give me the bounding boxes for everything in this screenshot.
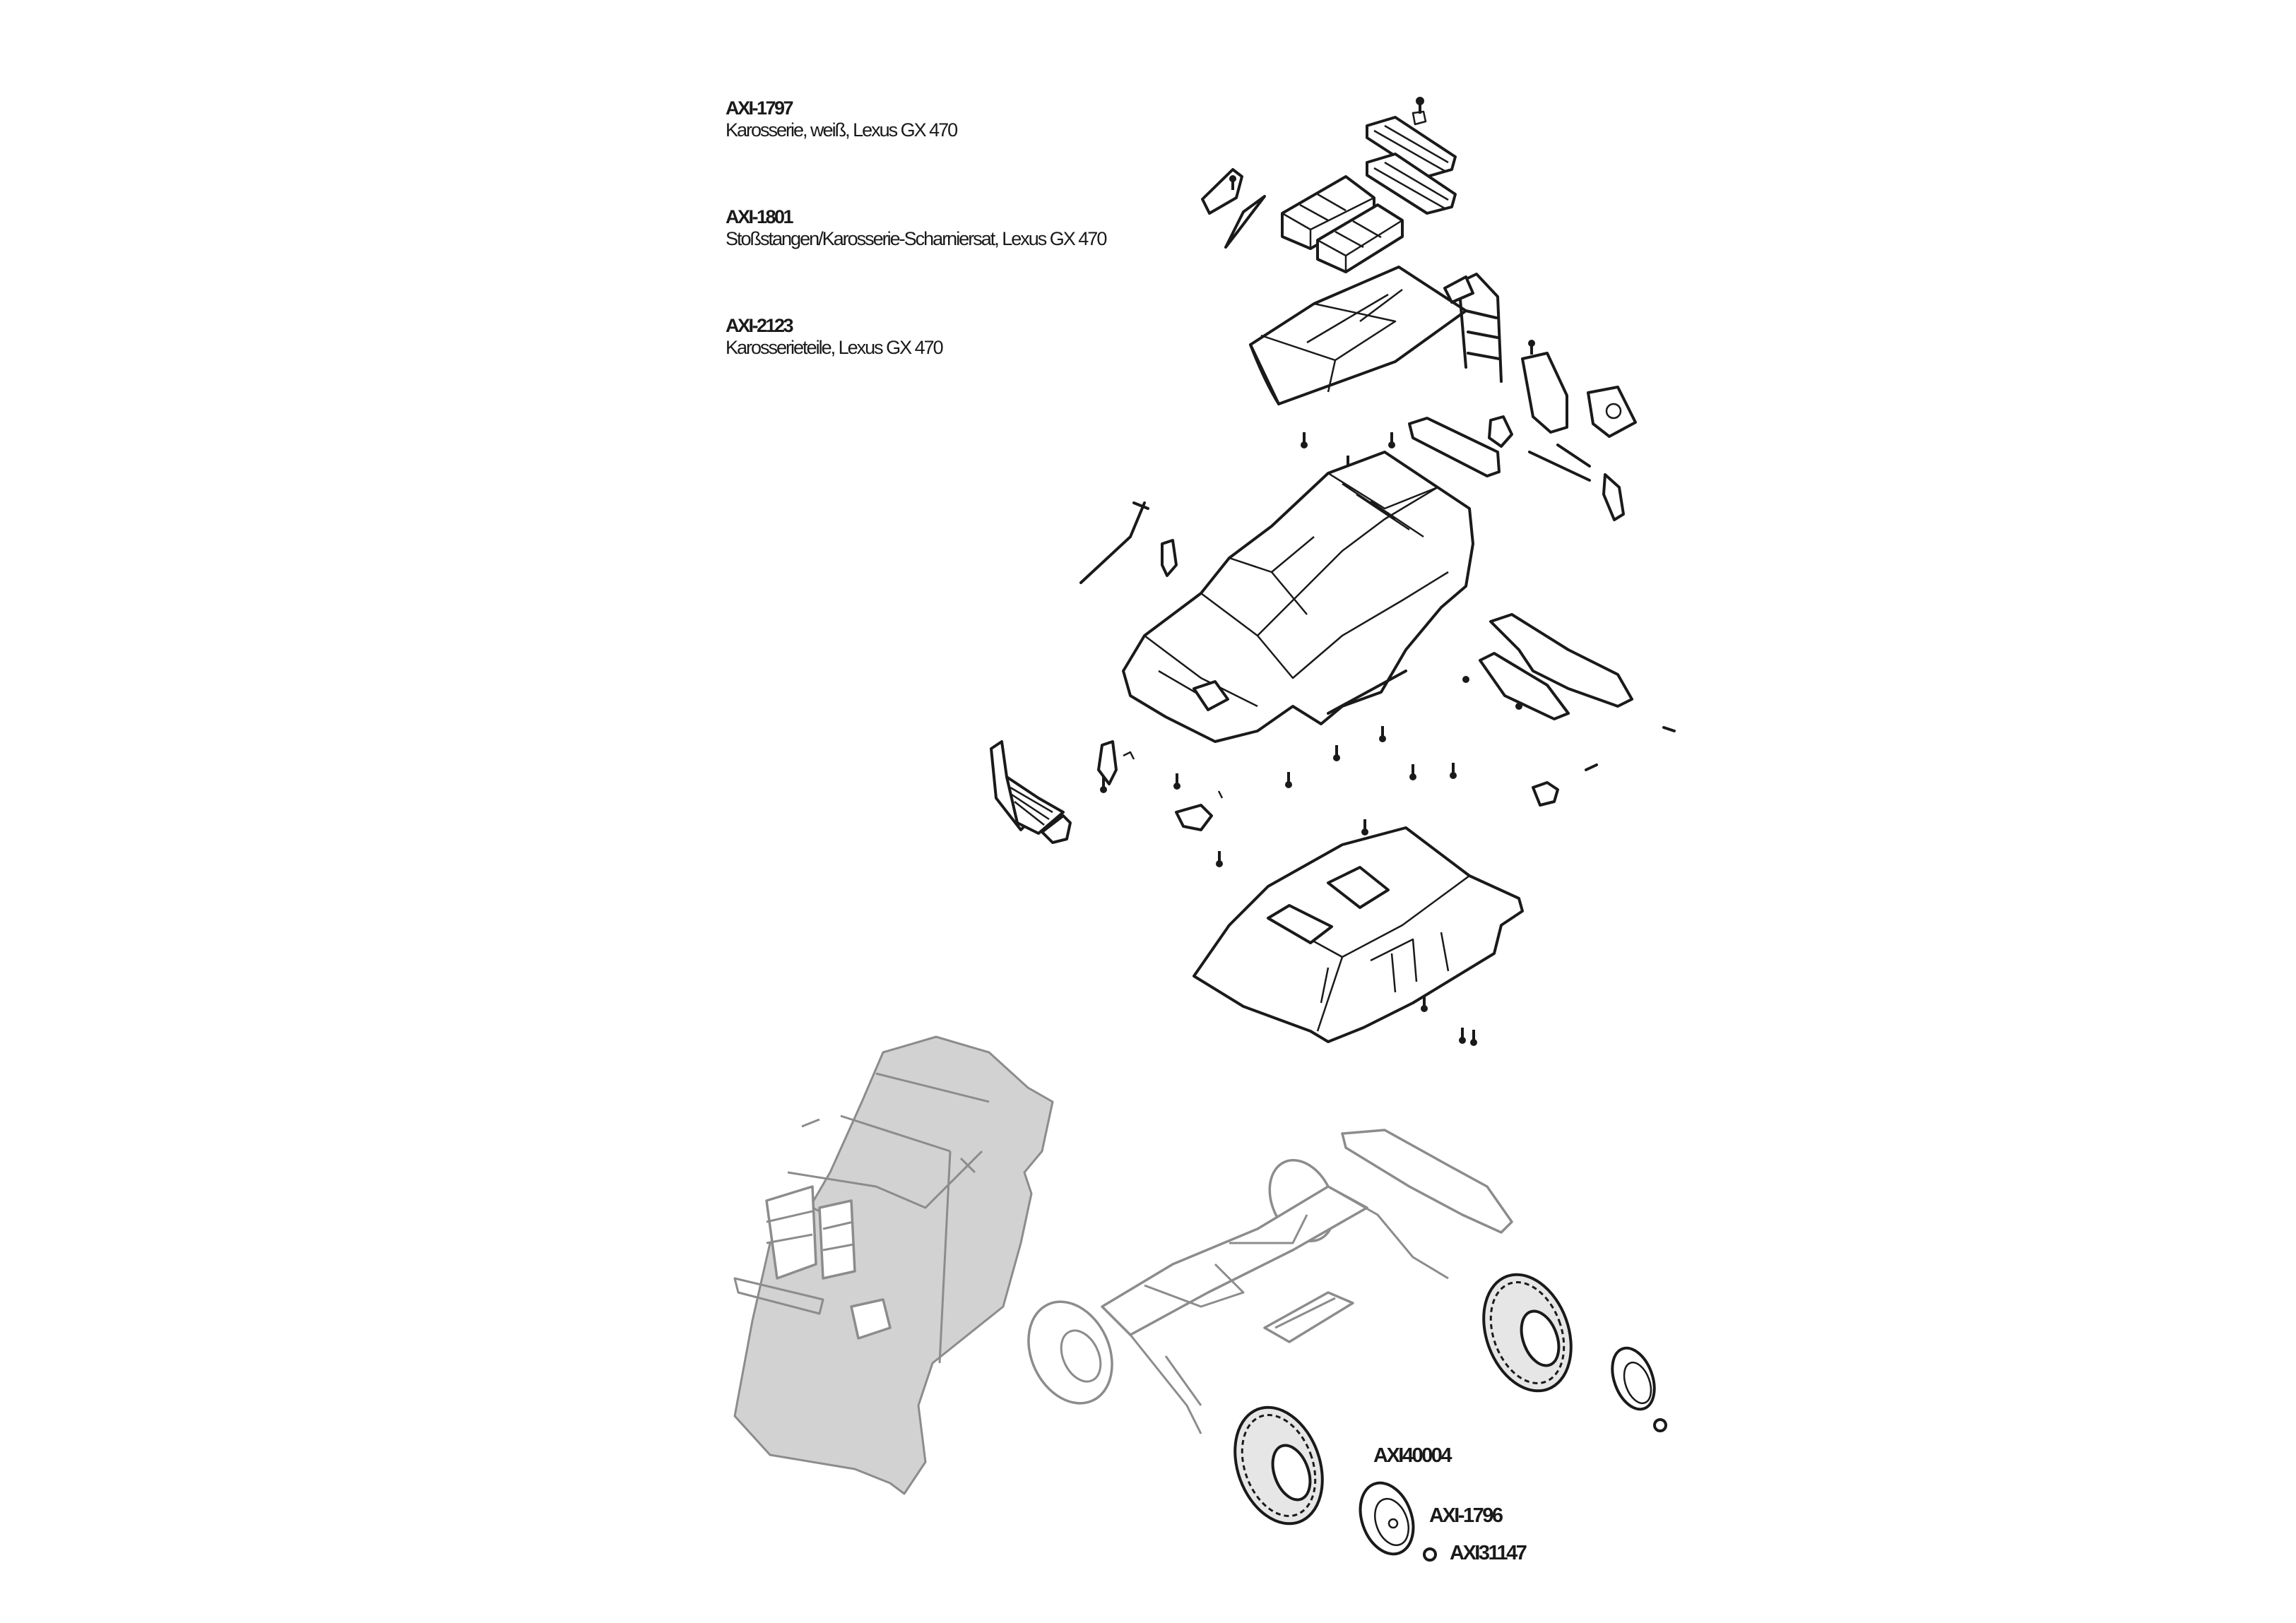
parts-entry-body-parts: AXI-2123 Karosserieteile, Lexus GX 470 (726, 315, 944, 359)
callout-tire: AXI40004 (1373, 1444, 1452, 1467)
callout-nut: AXI31147 (1450, 1542, 1527, 1564)
rear-bumper-icon (1462, 613, 1676, 732)
rear-tire-icon (1482, 1273, 1573, 1393)
front-tire-icon (1233, 1405, 1324, 1526)
rear-wheel-icon (1611, 1346, 1656, 1411)
screw-icon (1100, 726, 1457, 867)
screw-icon (1421, 996, 1477, 1046)
rear-nut-icon (1653, 1418, 1667, 1432)
part-number: AXI-1801 (726, 206, 794, 227)
car-body-icon (1122, 451, 1474, 743)
part-number: AXI-1797 (726, 97, 794, 119)
hinge-bracket-icon (1201, 168, 1266, 249)
chassis-ghost-icon (1027, 1129, 1513, 1434)
parts-entry-bumper-hinge-set: AXI-1801 Stoßstangen/Karosserie-Scharnie… (726, 206, 1107, 250)
mud-flap-icon (1521, 340, 1637, 438)
headlight-icon (1097, 740, 1224, 831)
part-description: Karosserie, weiß, Lexus GX 470 (726, 119, 958, 141)
part-description: Stoßstangen/Karosserie-Scharniersat, Lex… (726, 228, 1107, 249)
front-grille-icon (990, 740, 1072, 844)
side-mirror-icon (1532, 763, 1598, 807)
spoiler-icon (1408, 415, 1625, 521)
front-wheel-icon (1359, 1481, 1415, 1556)
parts-entry-body: AXI-1797 Karosserie, weiß, Lexus GX 470 (726, 97, 958, 141)
roof-shell-icon (1193, 826, 1524, 1043)
front-nut-icon (1423, 1547, 1437, 1562)
roof-rack-icon (1249, 266, 1467, 405)
part-number: AXI-2123 (726, 315, 794, 336)
assembled-body-ghost-icon (733, 1035, 1054, 1495)
light-bar-icon (1366, 116, 1457, 215)
storage-box-icon (1281, 175, 1404, 273)
ladder-icon (1443, 273, 1503, 383)
screw-icon (1412, 97, 1427, 126)
part-description: Karosserieteile, Lexus GX 470 (726, 337, 944, 358)
a-pillar-trim-icon (1079, 501, 1178, 584)
callout-wheel: AXI-1796 (1429, 1504, 1503, 1527)
